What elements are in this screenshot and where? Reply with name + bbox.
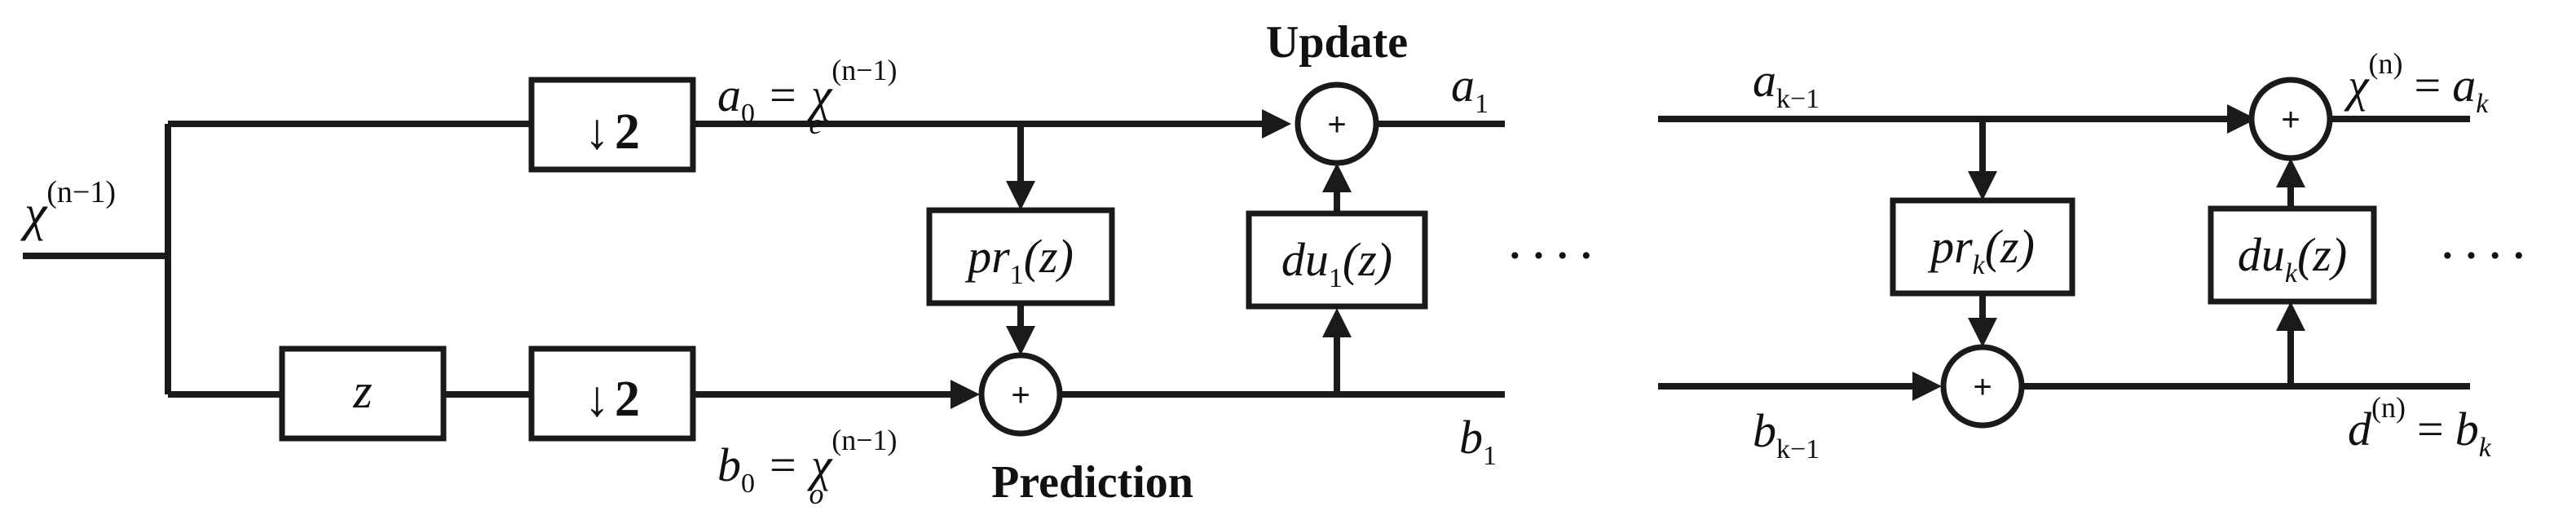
ellipsis-middle: · · · · bbox=[1508, 232, 1593, 278]
ellipsis-end: · · · · bbox=[2441, 232, 2525, 278]
update-tap-arrowhead bbox=[1322, 308, 1352, 337]
predict-tap-arrowhead bbox=[1006, 181, 1035, 210]
odd-branch-label: b0=χ(n−1)o bbox=[717, 424, 898, 510]
output-approx-label: χ(n)=ak bbox=[2344, 47, 2489, 119]
stage-1: χ(n−1) ↓2 z ↓2 a0=χ(n−1)e b0=χ(n−1)o bbox=[20, 17, 1505, 510]
stagek-update-tap-arrowhead bbox=[2276, 302, 2305, 331]
upper-downsample-label: ↓2 bbox=[584, 104, 640, 160]
lower-downsampler-box bbox=[528, 346, 696, 442]
stagek-update-adder-plus: + bbox=[2281, 102, 2300, 138]
update-filter-k-label: duk(z) bbox=[2238, 228, 2347, 288]
output-b1-label: b1 bbox=[1459, 411, 1497, 471]
update-filter-1-label: du1(z) bbox=[1281, 233, 1392, 293]
input-signal-label: χ(n−1) bbox=[20, 175, 116, 241]
predict-filter-1-label: pr1(z) bbox=[964, 230, 1074, 290]
update-adder-plus: + bbox=[1327, 107, 1346, 143]
stagek-predict-out-arrowhead bbox=[1968, 318, 1997, 347]
stagek-predict-tap-arrowhead bbox=[1968, 171, 1997, 200]
stage-k: ak−1 bk−1 prk(z) + duk(z) bbox=[1658, 47, 2492, 464]
predict-filter-1-box bbox=[926, 207, 1115, 306]
output-detail-label: d(n)=bk bbox=[2348, 391, 2492, 463]
stagek-a-arrowhead bbox=[2227, 104, 2256, 134]
even-branch-label: a0=χ(n−1)e bbox=[717, 54, 898, 140]
update-filter-k-box bbox=[2208, 205, 2377, 305]
prediction-adder-plus: + bbox=[1011, 377, 1030, 413]
lower-downsample-label: ↓2 bbox=[584, 372, 640, 427]
stagek-update-out-arrowhead bbox=[2276, 158, 2305, 187]
input-b-k-minus-1-label: bk−1 bbox=[1753, 404, 1820, 464]
delay-z-label: z bbox=[352, 364, 372, 418]
odd-arrowhead bbox=[951, 380, 980, 409]
update-filter-1-box bbox=[1246, 210, 1428, 310]
upper-downsampler-box bbox=[528, 77, 696, 173]
output-a1-label: a1 bbox=[1451, 59, 1489, 119]
even-arrowhead bbox=[1262, 109, 1291, 139]
predict-filter-k-label: prk(z) bbox=[1927, 220, 2035, 280]
prediction-title: Prediction bbox=[991, 457, 1193, 508]
update-out-arrowhead bbox=[1322, 163, 1352, 192]
update-title: Update bbox=[1266, 17, 1408, 68]
input-a-k-minus-1-label: ak−1 bbox=[1753, 54, 1820, 114]
predict-filter-k-box bbox=[1890, 197, 2075, 297]
stagek-prediction-adder-plus: + bbox=[1973, 369, 1992, 405]
stagek-b-arrowhead bbox=[1912, 372, 1942, 401]
predict-out-arrowhead bbox=[1006, 326, 1035, 355]
